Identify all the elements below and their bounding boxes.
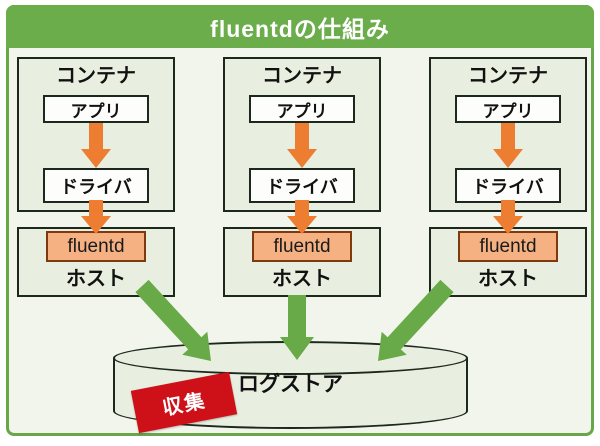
fluentd-box: fluentd <box>458 231 558 262</box>
host-label: ホスト <box>66 268 126 290</box>
app-label: アプリ <box>482 101 534 121</box>
collect-badge-label: 収集 <box>160 389 209 420</box>
driver-label: ドライバ <box>266 176 338 197</box>
down-arrow-icon <box>287 123 317 168</box>
container-column-2: コンテナ アプリ ドライバ fluentd ホスト <box>223 57 381 297</box>
title-bar: fluentdの仕組み <box>6 5 594 48</box>
app-box: アプリ <box>43 95 149 123</box>
fluentd-label: fluentd <box>67 235 125 257</box>
down-arrow-icon <box>493 123 523 168</box>
driver-box: ドライバ <box>455 168 561 203</box>
driver-box: ドライバ <box>43 168 149 203</box>
app-box: アプリ <box>249 95 355 123</box>
fluentd-label: fluentd <box>273 235 331 257</box>
host-label: ホスト <box>478 268 538 290</box>
fluentd-box: fluentd <box>46 231 146 262</box>
container-label: コンテナ <box>468 65 548 87</box>
app-label: アプリ <box>70 101 122 121</box>
app-box: アプリ <box>455 95 561 123</box>
container-label: コンテナ <box>262 65 342 87</box>
fluentd-box: fluentd <box>252 231 352 262</box>
driver-label: ドライバ <box>60 176 132 197</box>
app-label: アプリ <box>276 101 328 121</box>
down-arrow-icon <box>493 200 523 234</box>
page-title: fluentdの仕組み <box>210 15 390 42</box>
fluentd-label: fluentd <box>479 235 537 257</box>
driver-box: ドライバ <box>249 168 355 203</box>
down-arrow-icon <box>287 200 317 234</box>
container-column-1: コンテナ アプリ ドライバ fluentd ホスト <box>17 57 175 297</box>
container-label: コンテナ <box>56 65 136 87</box>
down-arrow-icon <box>81 123 111 168</box>
cylinder-top <box>113 341 468 375</box>
driver-label: ドライバ <box>472 176 544 197</box>
container-column-3: コンテナ アプリ ドライバ fluentd ホスト <box>429 57 587 297</box>
host-label: ホスト <box>272 268 332 290</box>
log-store-label: ログストア <box>238 373 343 396</box>
down-arrow-icon <box>81 200 111 234</box>
